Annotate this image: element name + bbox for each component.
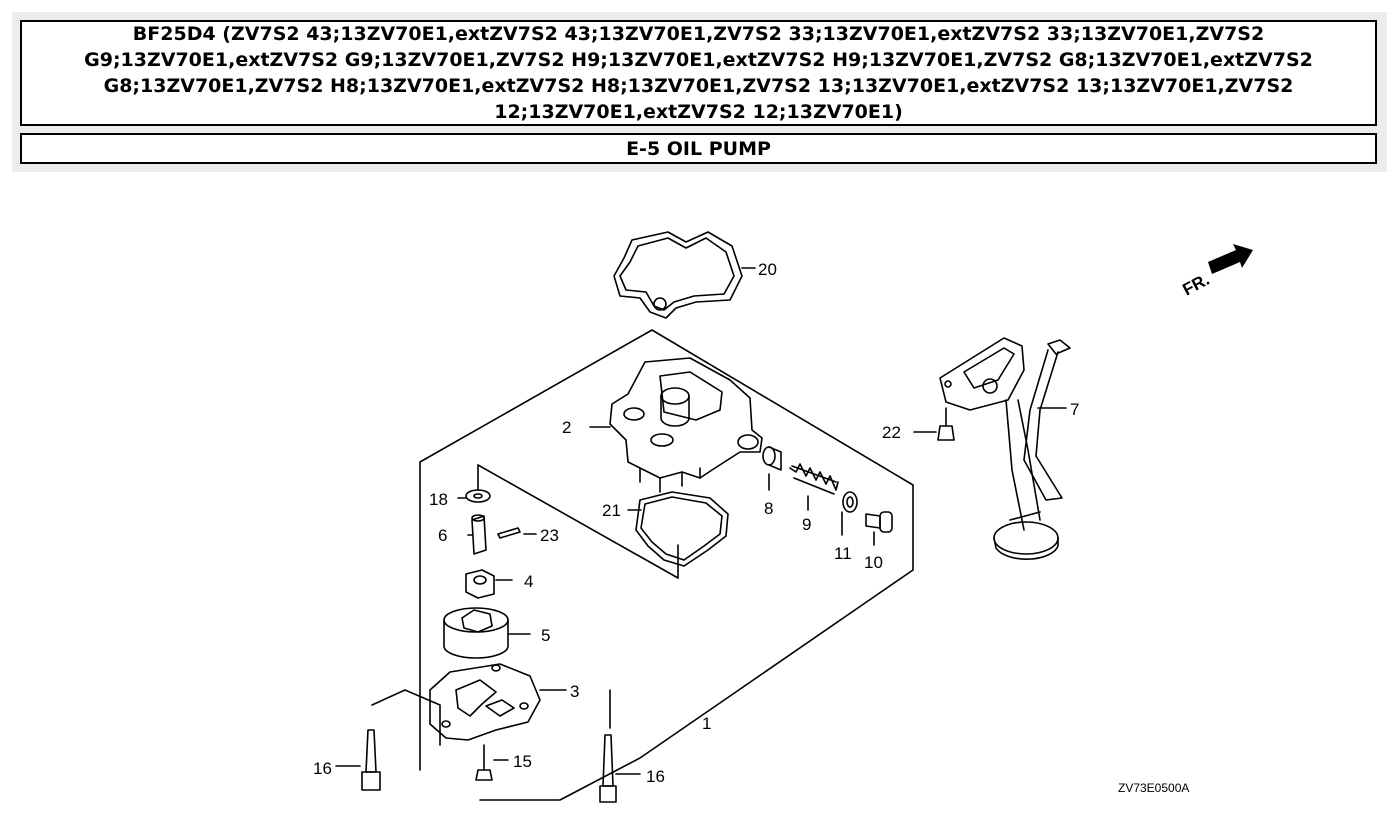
bolt-10[interactable]	[865, 511, 893, 546]
pump-cover-3[interactable]	[429, 663, 567, 741]
header-panel: BF25D4 (ZV7S2 43;13ZV70E1,extZV7S2 43;13…	[12, 12, 1387, 172]
callout-16-right: 16	[646, 767, 665, 786]
callout-16-left: 16	[313, 759, 332, 778]
bolt-16-left[interactable]	[335, 729, 381, 791]
bolt-16-right[interactable]	[599, 734, 641, 803]
callout-21: 21	[602, 501, 621, 520]
shaft-6[interactable]	[467, 514, 487, 555]
callout-11: 11	[834, 544, 852, 563]
assembly-outline	[371, 329, 914, 801]
model-title: BF25D4 (ZV7S2 43;13ZV70E1,extZV7S2 43;13…	[84, 23, 1313, 123]
pin-23[interactable]	[497, 527, 537, 539]
bolt-15[interactable]	[475, 744, 509, 781]
section-title-box: E-5 OIL PUMP	[20, 133, 1377, 164]
section-title: E-5 OIL PUMP	[626, 137, 771, 160]
callout-5: 5	[541, 626, 550, 645]
bolt-22[interactable]	[913, 407, 955, 441]
washer-11[interactable]	[841, 491, 858, 536]
arrow-right-icon	[1208, 244, 1253, 274]
inner-rotor-4[interactable]	[465, 569, 513, 599]
callout-20: 20	[758, 260, 777, 279]
callout-2: 2	[562, 418, 571, 437]
callout-labels: 20 2 7 22 18 21 8 9 11 10 6 23 4 5 3 1 1…	[313, 260, 1079, 786]
model-title-box: BF25D4 (ZV7S2 43;13ZV70E1,extZV7S2 43;13…	[20, 20, 1377, 126]
callout-15: 15	[513, 752, 532, 771]
callout-18: 18	[429, 490, 448, 509]
callout-8: 8	[764, 499, 773, 518]
callout-4: 4	[524, 572, 533, 591]
callout-7: 7	[1070, 400, 1079, 419]
oil-strainer-7[interactable]	[939, 337, 1071, 560]
front-direction-marker: FR.	[1179, 244, 1253, 299]
callout-10: 10	[864, 553, 883, 572]
callout-23: 23	[540, 526, 559, 545]
callout-1: 1	[702, 714, 711, 733]
callout-22: 22	[882, 423, 901, 442]
washer-18[interactable]	[457, 489, 491, 503]
drawing-code: ZV73E0500A	[1118, 781, 1189, 795]
callout-9: 9	[802, 515, 811, 534]
gasket-21[interactable]	[627, 491, 729, 567]
front-marker-label: FR.	[1179, 270, 1212, 300]
gasket-20[interactable]	[613, 231, 756, 319]
outer-rotor-5[interactable]	[443, 607, 531, 659]
relief-valve-8[interactable]	[762, 446, 782, 491]
callout-3: 3	[570, 682, 579, 701]
spring-9[interactable]	[789, 463, 839, 511]
pump-body-2[interactable]	[589, 357, 763, 493]
callout-6: 6	[438, 526, 447, 545]
